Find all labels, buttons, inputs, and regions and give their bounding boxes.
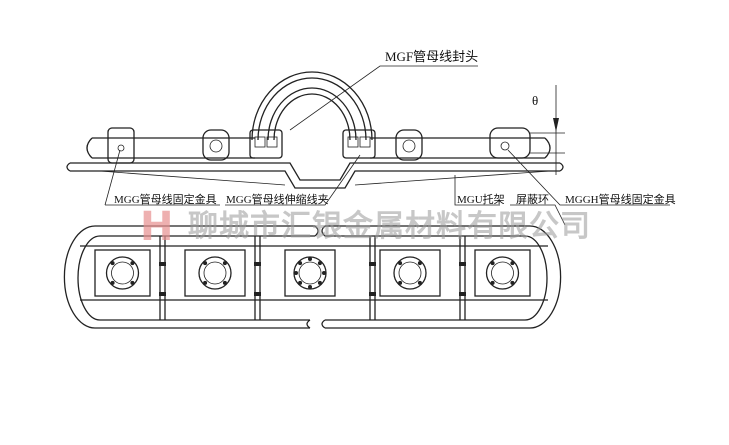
bolt-hole [203, 261, 208, 266]
bolt-hole [130, 280, 135, 285]
bolt-hole [490, 261, 495, 266]
bolt-hole [510, 280, 515, 285]
label-expansion-clamp: MGG管母线伸缩线夹 [226, 192, 329, 206]
shield-ring-right [325, 225, 562, 329]
separator-bar [369, 236, 376, 320]
watermark-logo: H [140, 204, 173, 250]
clamp-left [107, 127, 135, 164]
clamp-right [489, 127, 531, 159]
label-tray: MGU托架 [457, 192, 505, 206]
panel-3 [284, 249, 336, 297]
bolt-hole [110, 261, 115, 266]
bolt-hole [222, 280, 227, 285]
expansion-arc-outer [251, 71, 373, 141]
separator-bar [254, 236, 261, 320]
top-assembly: θ [66, 71, 565, 189]
bolt-hole [203, 280, 208, 285]
bolt-hole [130, 261, 135, 266]
bolt-hole [417, 261, 422, 266]
bolt-hole [490, 280, 495, 285]
separator-bar [159, 236, 166, 320]
label-seal: MGF管母线封头 [385, 49, 478, 64]
expansion-clamp-left [249, 129, 283, 159]
bolt-hole [110, 280, 115, 285]
bolt-hole [317, 280, 322, 285]
flange-circle [105, 256, 140, 290]
bolt-hole [398, 261, 403, 266]
bolt-hole [298, 280, 303, 285]
bolt-hole [398, 280, 403, 285]
expansion-arc-inner [267, 87, 357, 141]
bolt-hole [417, 280, 422, 285]
plan-view [63, 225, 562, 329]
bolt-hole [298, 261, 303, 266]
bolt-hole [510, 261, 515, 266]
clamp-5 [395, 129, 423, 161]
flange-circle [393, 256, 427, 290]
watermark-company: 聊城市汇银金属材料有限公司 [188, 209, 591, 244]
clamp-2 [202, 129, 230, 161]
label-fixing-left: MGG管母线固定金具 [114, 192, 217, 206]
bolt-hole [317, 261, 322, 266]
bolt-hole [308, 285, 312, 289]
leader-lines [104, 65, 670, 226]
expansion-clamp-right [342, 129, 376, 159]
bolt-hole [222, 261, 227, 266]
angle-symbol: θ [532, 93, 538, 108]
panel-4 [379, 249, 441, 297]
bolt-hole [322, 271, 326, 275]
bolt-hole [308, 257, 312, 261]
panel-5 [474, 249, 531, 297]
label-shield-ring: 屏蔽环 [516, 193, 549, 206]
panel-2 [184, 249, 246, 297]
label-fixing-right: MGGH管母线固定金具 [565, 192, 676, 206]
flange-circle [485, 256, 520, 290]
shield-ring-left [63, 225, 315, 329]
panel-1 [94, 249, 151, 297]
bolt-hole [294, 271, 298, 275]
flange-circle [198, 256, 232, 290]
separator-bar [459, 236, 466, 320]
watermark: H 聊城市汇银金属材料有限公司 [140, 204, 591, 250]
